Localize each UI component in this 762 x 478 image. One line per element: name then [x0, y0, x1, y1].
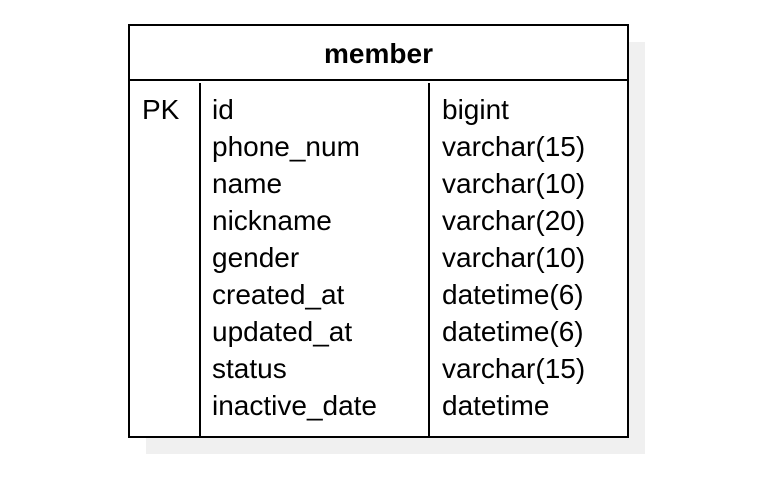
field-type: varchar(20)	[442, 205, 586, 236]
field-type: datetime	[442, 390, 550, 421]
key-cell: PK	[142, 94, 180, 125]
field-type: varchar(15)	[442, 131, 586, 162]
field-type: bigint	[442, 94, 509, 125]
field-type: varchar(10)	[442, 168, 586, 199]
field-name: id	[212, 94, 234, 125]
field-name: phone_num	[212, 131, 360, 162]
field-type: varchar(15)	[442, 353, 586, 384]
field-type-column: bigint varchar(15) varchar(10) varchar(2…	[430, 83, 627, 436]
field-type: datetime(6)	[442, 316, 584, 347]
entity-title: member	[130, 26, 627, 81]
field-name: gender	[212, 242, 300, 273]
entity-member-table[interactable]: member PK id phone_num name nickname gen…	[128, 24, 629, 438]
field-type: varchar(10)	[442, 242, 586, 273]
field-type: datetime(6)	[442, 279, 584, 310]
field-name: updated_at	[212, 316, 353, 347]
key-column: PK	[130, 83, 201, 436]
field-name: created_at	[212, 279, 345, 310]
field-name: nickname	[212, 205, 332, 236]
field-name: name	[212, 168, 283, 199]
field-name: inactive_date	[212, 390, 378, 421]
field-name-column: id phone_num name nickname gender create…	[201, 83, 430, 436]
field-name: status	[212, 353, 287, 384]
